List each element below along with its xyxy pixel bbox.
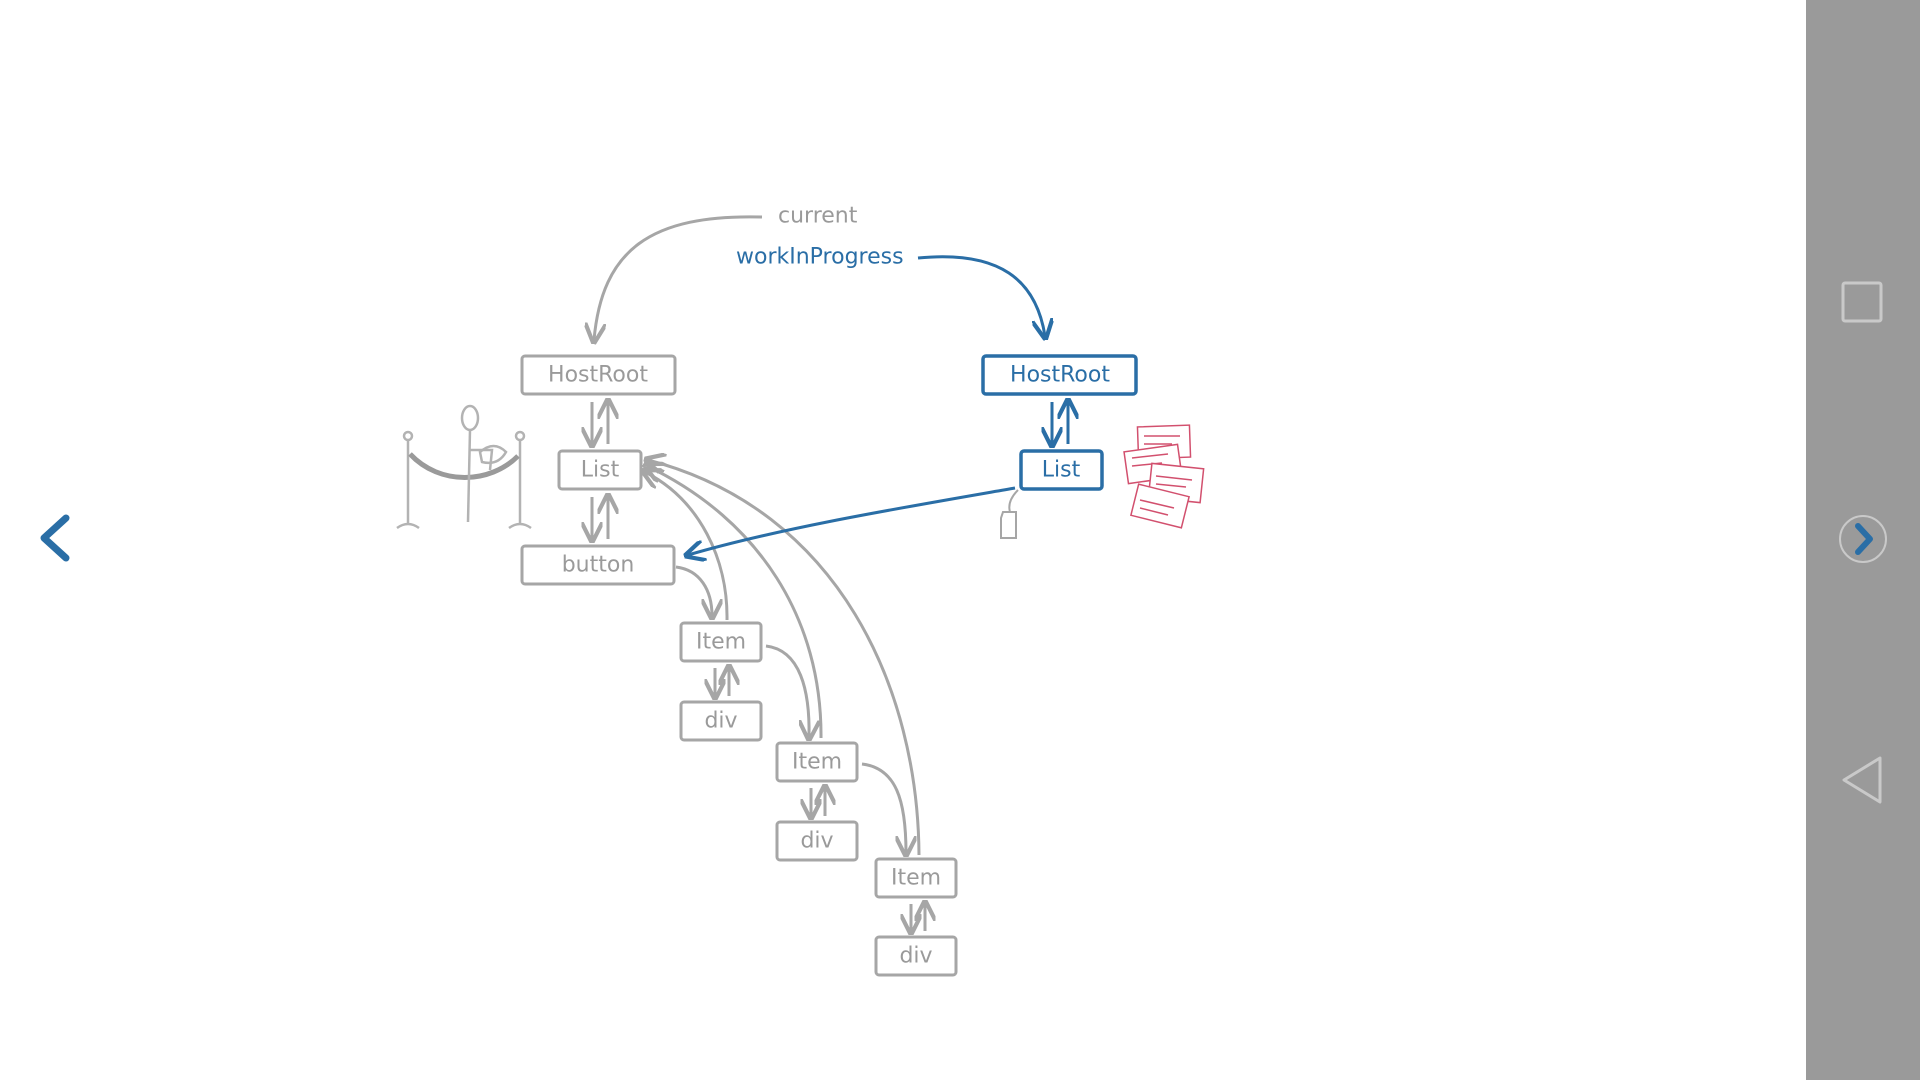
link-item1-div1	[715, 668, 729, 696]
return-item1-list	[645, 472, 729, 621]
link-hostroot-list	[592, 402, 608, 444]
link-item2-div2	[811, 788, 825, 816]
chevron-left-icon[interactable]	[30, 508, 78, 568]
svg-text:div: div	[800, 829, 833, 854]
node-button-current: button	[520, 544, 676, 586]
svg-text:List: List	[581, 458, 620, 483]
svg-text:List: List	[1042, 458, 1081, 483]
wip-pointer-arrow	[917, 255, 1045, 336]
velvet-rope-figure-icon	[396, 404, 532, 530]
svg-text:div: div	[899, 944, 932, 969]
return-item2-list	[647, 466, 823, 739]
node-host-root-wip: HostRoot	[981, 354, 1138, 396]
svg-text:HostRoot: HostRoot	[1010, 363, 1110, 388]
node-div-3: div	[874, 935, 958, 977]
work-in-progress-label: workInProgress	[736, 245, 904, 270]
slide-area: current workInProgress HostRoot List but…	[30, 203, 1205, 977]
sibling-button-item1	[675, 565, 712, 616]
square-icon[interactable]	[1838, 278, 1886, 326]
sibling-item2-item3	[861, 762, 906, 853]
fiber-tree-diagram: current workInProgress HostRoot List but…	[396, 204, 1205, 977]
node-list-wip: List	[1019, 449, 1104, 491]
node-div-1: div	[679, 700, 763, 742]
svg-text:Item: Item	[891, 866, 941, 891]
link-hostroot-list-wip	[1052, 402, 1068, 444]
node-list-current: List	[557, 449, 643, 491]
svg-text:Item: Item	[792, 750, 842, 775]
current-label: current	[778, 204, 858, 229]
chevron-right-icon[interactable]	[1836, 512, 1890, 566]
return-item3-list	[648, 460, 921, 856]
node-item-2: Item	[775, 741, 859, 783]
android-nav-bar	[1806, 0, 1920, 1080]
tag-icon	[1000, 489, 1019, 539]
update-cards-icon	[1123, 424, 1205, 529]
svg-text:HostRoot: HostRoot	[548, 363, 648, 388]
link-item3-div3	[911, 904, 925, 931]
sibling-item1-item2	[765, 644, 809, 737]
node-div-2: div	[775, 820, 859, 862]
wip-list-to-button-arrow	[688, 486, 1016, 555]
current-pointer-arrow	[594, 215, 763, 340]
node-item-3: Item	[874, 857, 958, 899]
link-list-button	[592, 497, 608, 539]
svg-text:Item: Item	[696, 630, 746, 655]
node-host-root-current: HostRoot	[520, 354, 677, 396]
triangle-back-icon[interactable]	[1838, 754, 1886, 806]
svg-text:button: button	[562, 553, 635, 578]
svg-text:div: div	[704, 709, 737, 734]
node-item-1: Item	[679, 621, 763, 663]
